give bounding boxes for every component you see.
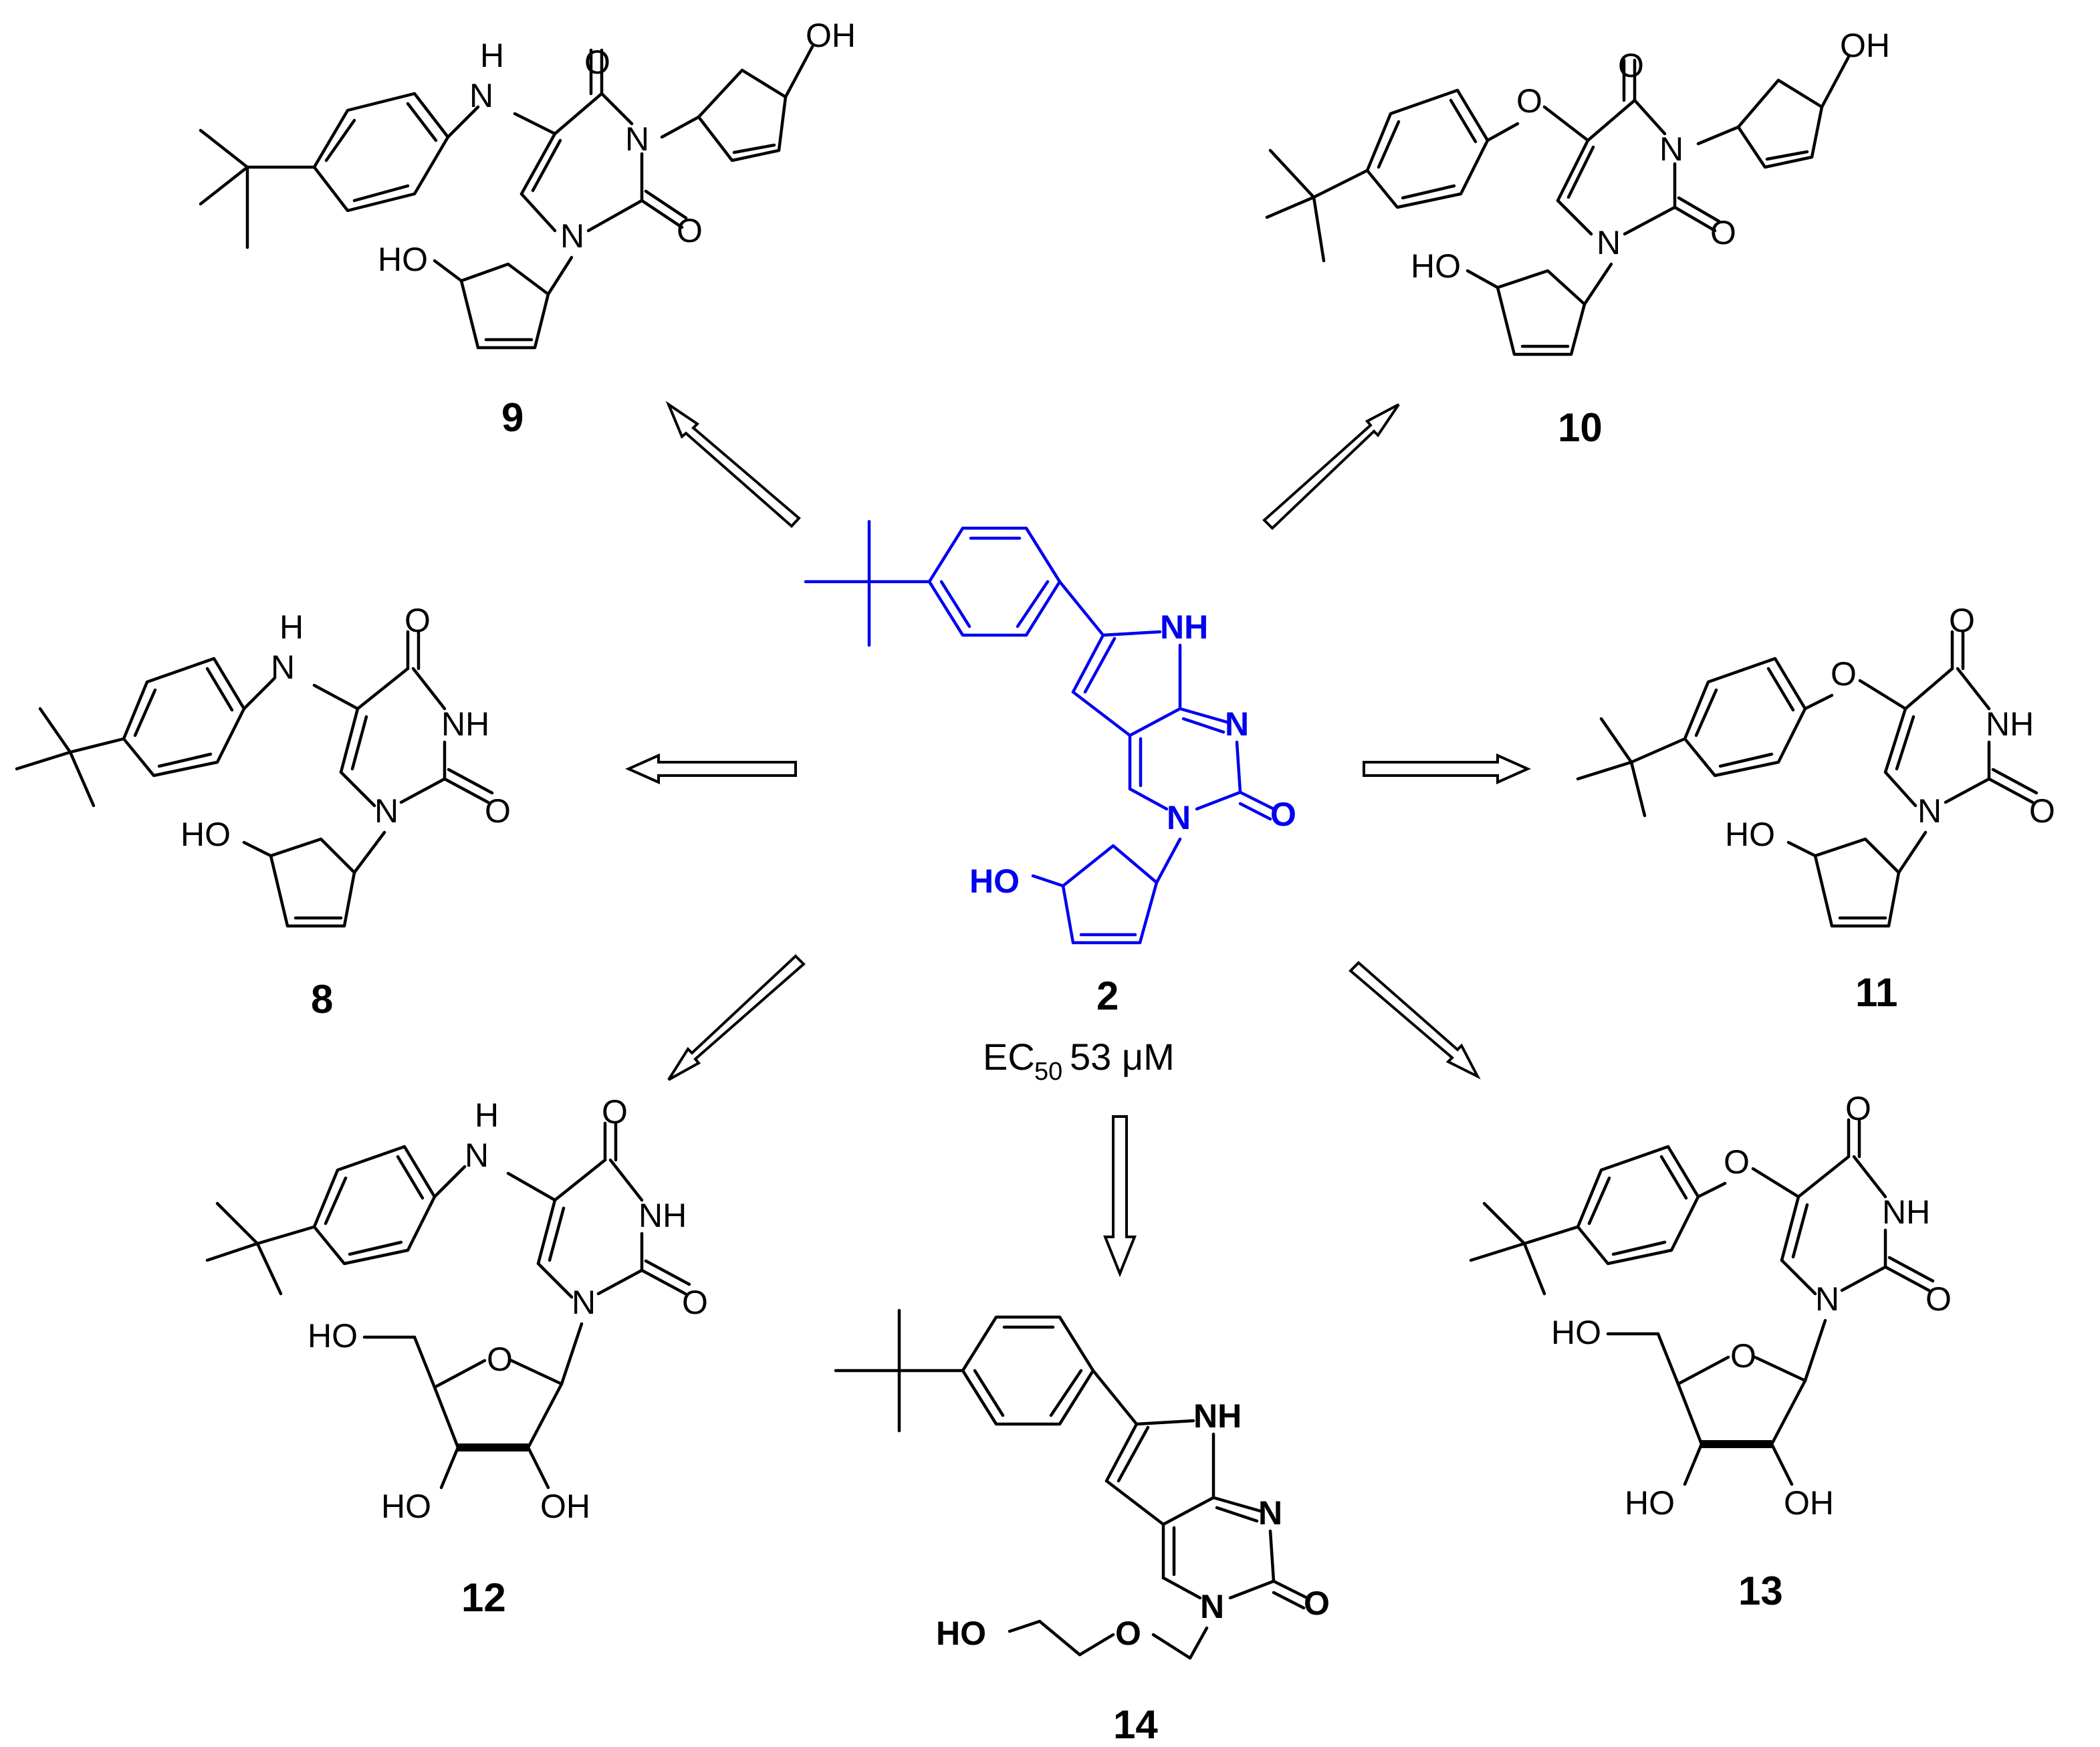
atom-label: O (1831, 655, 1857, 693)
arrow-to-12 (667, 954, 806, 1081)
compound-13: O O NH O N O HO HO OH 13 (1469, 1090, 1952, 1613)
compound-number: 10 (1558, 405, 1603, 450)
compound-2: NH N O N HO 2 (804, 519, 1296, 1018)
arrow-to-11 (1363, 753, 1531, 785)
atom-label: O (404, 602, 431, 639)
atom-label: HO (378, 241, 428, 278)
atom-label: N (465, 1137, 489, 1174)
atom-label: O (1516, 82, 1542, 120)
atom-label: HO (1411, 247, 1461, 285)
arrow-to-10 (1262, 403, 1400, 530)
ec50-subscript: 50 (1034, 1058, 1062, 1086)
arrow-to-13 (1349, 961, 1481, 1080)
atom-label: N (572, 1284, 596, 1321)
atom-label: O (487, 1341, 513, 1378)
compound-11: O O NH O N HO 11 (1576, 602, 2055, 1015)
atom-label: NH (1193, 1397, 1242, 1435)
atom-label: O (1270, 796, 1296, 833)
atom-label: N (1815, 1280, 1839, 1318)
atom-label: O (1724, 1143, 1750, 1181)
atom-label: HO (381, 1488, 431, 1525)
compound-number: 13 (1738, 1568, 1783, 1613)
atom-label: O (2029, 792, 2055, 830)
ec50-label: EC (983, 1036, 1035, 1078)
atom-label: N (374, 792, 398, 830)
atom-label: N (1225, 705, 1249, 743)
atom-label: N (1167, 799, 1191, 836)
atom-label: N (1597, 224, 1621, 261)
atom-label: OH (540, 1488, 590, 1525)
atom-label: O (682, 1284, 708, 1321)
atom-label: O (1304, 1585, 1330, 1622)
compound-number: 8 (311, 977, 333, 1022)
atom-label: OH (1784, 1484, 1834, 1522)
atom-label: O (1926, 1280, 1952, 1318)
atom-label: HO (1725, 816, 1775, 853)
arrow-to-14 (1103, 1115, 1137, 1278)
compound-8: N H O NH O N HO 8 (15, 602, 511, 1022)
atom-label: HO (308, 1317, 358, 1355)
atom-label: H (480, 37, 504, 74)
atom-label: N (1917, 792, 1942, 830)
atom-label: N (560, 217, 584, 255)
compound-9: N H O N O N OH HO 9 (199, 17, 856, 440)
compound-number: 9 (501, 395, 523, 440)
atom-label: NH (1986, 705, 2034, 743)
atom-label: N (625, 120, 649, 158)
compound-12: N H O NH O N O HO HO OH 12 (205, 1093, 708, 1620)
atom-label: NH (441, 705, 489, 743)
atom-label: H (279, 608, 304, 646)
atom-label: O (602, 1093, 628, 1131)
atom-label: HO (1625, 1484, 1675, 1522)
atom-label: NH (638, 1197, 687, 1234)
atom-label: O (1949, 602, 1975, 639)
atom-label: O (1115, 1615, 1141, 1652)
atom-label: O (677, 212, 703, 249)
atom-label: NH (1882, 1193, 1930, 1231)
atom-label: HO (936, 1615, 986, 1652)
atom-label: O (584, 43, 610, 81)
arrow-to-9 (665, 400, 801, 528)
atom-label: H (475, 1096, 499, 1134)
compound-number: 14 (1113, 1702, 1158, 1747)
arrow-to-8 (625, 753, 797, 785)
arrows (625, 400, 1531, 1278)
atom-label: NH (1160, 608, 1208, 646)
atom-label: HO (181, 816, 231, 853)
compound-number: 11 (1855, 970, 1897, 1015)
atom-label: O (1845, 1090, 1871, 1127)
atom-label: N (1200, 1588, 1224, 1625)
atom-label: N (469, 77, 493, 114)
compound-10: O O N O N OH HO 10 (1265, 27, 1890, 450)
atom-label: O (485, 792, 511, 830)
compound-number: 2 (1096, 973, 1119, 1018)
atom-label: N (271, 649, 295, 686)
atom-label: HO (969, 862, 1020, 900)
compound-number: 12 (461, 1575, 506, 1620)
atom-label: N (1659, 130, 1683, 168)
atom-label: OH (1840, 27, 1890, 64)
compound-14: NH N O N O HO 14 (834, 1308, 1330, 1747)
atom-label: N (1258, 1494, 1282, 1532)
atom-label: O (1730, 1337, 1756, 1375)
atom-label: OH (806, 17, 856, 54)
atom-label: O (1618, 47, 1644, 84)
atom-label: O (1710, 214, 1736, 251)
ec50-value: 53 μM (1070, 1036, 1175, 1078)
atom-label: HO (1551, 1314, 1601, 1351)
